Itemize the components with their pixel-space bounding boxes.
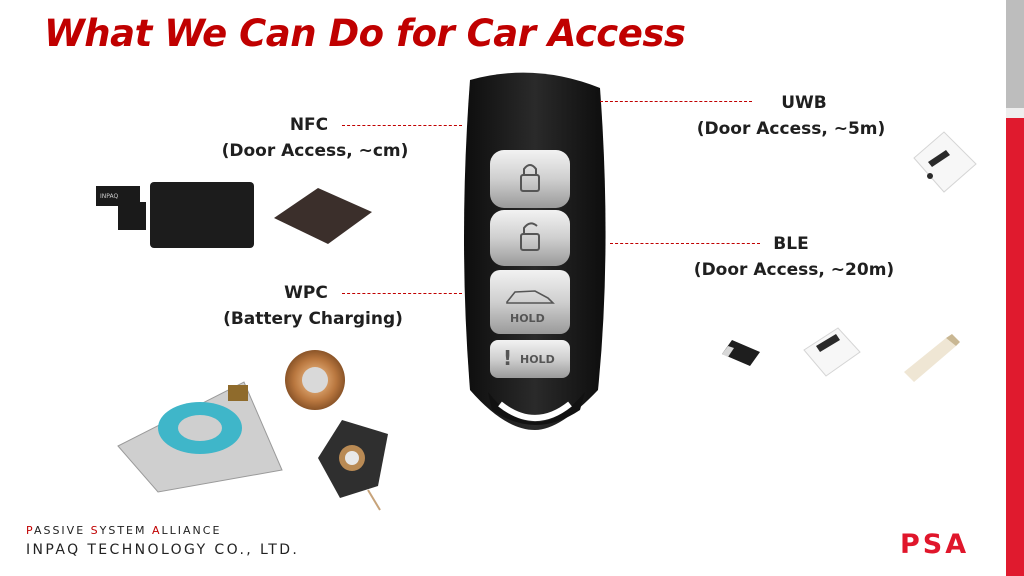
key-fob-image: HOLD ! HOLD bbox=[464, 72, 606, 431]
wpc-label-title: WPC bbox=[284, 283, 328, 303]
unlock-button bbox=[490, 210, 570, 266]
nfc-leader-line bbox=[342, 125, 462, 126]
ble-label-detail: (Door Access, ~20m) bbox=[693, 260, 895, 280]
unlock-icon bbox=[520, 222, 540, 251]
uwb-leader-line bbox=[600, 101, 752, 102]
slide-title: What We Can Do for Car Access bbox=[44, 12, 686, 55]
nfc-module-marking: INPAQ bbox=[100, 193, 118, 200]
wpc-coil-image bbox=[285, 350, 345, 410]
wpc-label: WPC (Battery Charging) bbox=[198, 280, 428, 332]
warning-icon: ! bbox=[503, 346, 512, 370]
hold-label-1: HOLD bbox=[510, 312, 545, 325]
nfc-label: NFC (Door Access, ~cm) bbox=[200, 112, 430, 164]
ble-stick-antenna-image bbox=[904, 334, 960, 382]
footer-company-name: INPAQ TECHNOLOGY CO., LTD. bbox=[26, 542, 300, 558]
uwb-label-title: UWB bbox=[781, 93, 827, 113]
uwb-label-detail: (Door Access, ~5m) bbox=[696, 119, 886, 139]
key-fob-ring bbox=[488, 392, 585, 425]
hold-label-2: HOLD bbox=[520, 353, 555, 366]
right-bar-red-segment bbox=[1006, 118, 1024, 576]
footer-alliance-name: PASSIVE SYSTEM ALLIANCE bbox=[26, 524, 222, 537]
wpc-label-detail: (Battery Charging) bbox=[223, 309, 403, 329]
nfc-sheet-image bbox=[274, 188, 372, 244]
nfc-label-detail: (Door Access, ~cm) bbox=[221, 141, 409, 161]
ble-label-title: BLE bbox=[773, 234, 809, 254]
wpc-ferrite-image bbox=[318, 420, 388, 511]
lock-button bbox=[490, 150, 570, 208]
lock-icon bbox=[520, 164, 540, 192]
nfc-module-image: INPAQ bbox=[96, 182, 254, 248]
wpc-leader-line bbox=[342, 293, 462, 294]
wpc-coil-board-image bbox=[117, 381, 283, 493]
panic-button bbox=[490, 340, 570, 378]
ble-leader-line bbox=[610, 243, 760, 244]
ble-label: BLE (Door Access, ~20m) bbox=[676, 231, 912, 283]
ble-chip-antenna-image bbox=[722, 340, 760, 366]
uwb-antenna-image bbox=[913, 131, 977, 193]
car-trunk-icon bbox=[506, 290, 555, 304]
uwb-label: UWB (Door Access, ~5m) bbox=[676, 90, 906, 142]
ble-patch-antenna-image bbox=[803, 327, 861, 377]
right-accent-bar bbox=[1006, 0, 1024, 576]
nfc-label-title: NFC bbox=[289, 115, 329, 135]
right-bar-gray-segment bbox=[1006, 0, 1024, 108]
trunk-button bbox=[490, 270, 570, 334]
psa-logo: PSA bbox=[900, 529, 970, 560]
